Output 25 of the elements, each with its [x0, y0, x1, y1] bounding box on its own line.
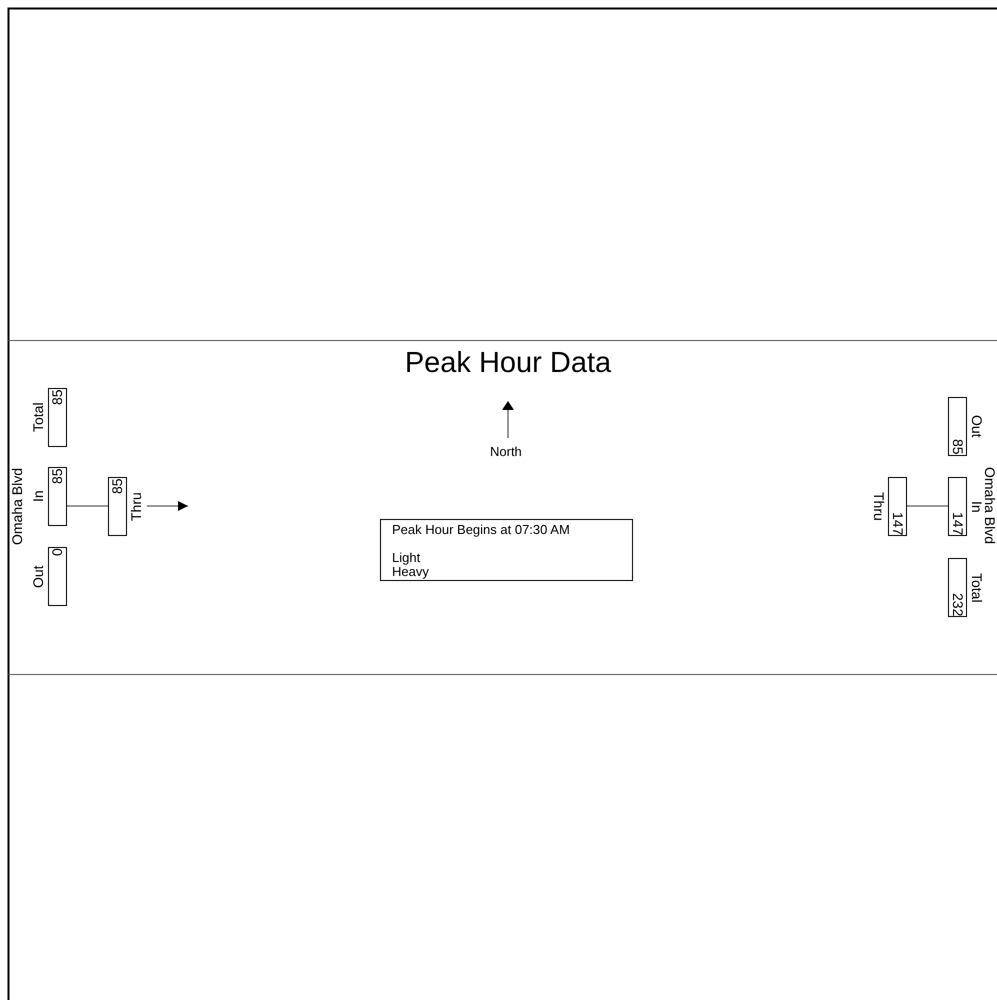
count-box: 85 [108, 477, 127, 536]
info-text: Heavy [392, 564, 429, 579]
count-box: 0 [48, 547, 67, 606]
count-box: 147 [888, 477, 907, 536]
diagram-title: Peak Hour Data [404, 346, 612, 380]
movement-label: Total [968, 572, 985, 604]
count-box: 85 [48, 467, 67, 526]
street-name: Omaha Blvd [982, 466, 997, 547]
street-name: Omaha Blvd [9, 466, 25, 547]
info-text: Light [392, 550, 420, 565]
count-box: 85 [48, 388, 67, 447]
movement-label: Out [30, 564, 47, 590]
arrow [146, 501, 188, 511]
movement-label: Out [968, 414, 985, 440]
count-box: 232 [948, 558, 967, 617]
info-heading: Peak Hour Begins at 07:30 AM [392, 522, 570, 537]
movement-label: In [30, 490, 47, 504]
movement-label: Total [30, 402, 47, 434]
direction-label: North [490, 444, 522, 459]
movement-label: Thru [870, 491, 887, 523]
movement-label: In [968, 500, 985, 512]
count-box: 85 [948, 397, 967, 456]
count-box: 147 [948, 477, 967, 536]
info-box [380, 519, 633, 581]
movement-label: Thru [128, 491, 145, 523]
